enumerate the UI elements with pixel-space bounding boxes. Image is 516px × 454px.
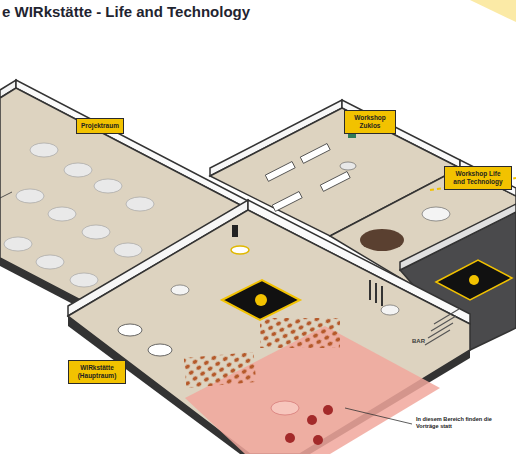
plan-shape: [255, 294, 267, 306]
round-table: [4, 237, 32, 251]
round-tables: [4, 143, 154, 287]
round-table: [16, 189, 44, 203]
round-table: [64, 163, 92, 177]
plan-shape: [307, 415, 317, 425]
round-table: [30, 143, 58, 157]
plan-shape: [381, 305, 399, 315]
plan-shape: [68, 210, 470, 454]
plan-shape: [348, 133, 356, 138]
plan-shape: [300, 144, 330, 164]
plan-shape: [360, 229, 404, 251]
plan-shape: [271, 401, 299, 415]
round-table: [70, 273, 98, 287]
round-table: [36, 255, 64, 269]
round-table: [94, 179, 122, 193]
room-name: Workshop Life and Technology: [449, 170, 507, 186]
main-room: [68, 200, 470, 454]
plan-shape: [232, 225, 238, 237]
leader-line: [0, 192, 12, 198]
corner-shape: [470, 0, 516, 22]
room-name: Projektraum: [81, 122, 119, 130]
plan-shape: [313, 435, 323, 445]
plan-shape: [231, 246, 249, 254]
room-name: Workshop Zuklos: [349, 114, 391, 130]
room-label: Projektraum: [76, 118, 124, 134]
plan-shape: [422, 207, 450, 221]
plan-shape: [370, 280, 382, 306]
round-table: [48, 207, 76, 221]
plan-shape: [425, 309, 459, 345]
room-label: WIRkstätte (Hauptraum): [68, 360, 126, 384]
floor-label: BAR: [412, 338, 425, 345]
plan-shape: [400, 204, 516, 270]
area-note: In diesem Bereich finden die Vorträge st…: [416, 416, 512, 429]
room-label: Workshop Zuklos: [344, 110, 396, 134]
plan-shape: [340, 162, 356, 170]
plan-shape: [222, 280, 300, 320]
plan-shape: [436, 260, 512, 300]
plan-shape: [285, 433, 295, 443]
round-table: [126, 197, 154, 211]
plan-shape: [260, 318, 340, 348]
plan-shape: [320, 172, 350, 192]
plan-shape: [184, 352, 256, 388]
plan-shape: [323, 405, 333, 415]
round-table: [82, 225, 110, 239]
leader-line: [345, 408, 412, 424]
room-label: Workshop Life and Technology: [444, 166, 512, 190]
plan-shape: [148, 344, 172, 356]
room-name: WIRkstätte (Hauptraum): [73, 364, 121, 380]
plan-shape: [265, 162, 295, 182]
plan-shape: [469, 275, 479, 285]
round-table: [114, 243, 142, 257]
plan-shape: [272, 192, 302, 212]
plan-shape: [118, 324, 142, 336]
plan-shape: [171, 285, 189, 295]
page-title: e WIRkstätte - Life and Technology: [2, 3, 250, 20]
